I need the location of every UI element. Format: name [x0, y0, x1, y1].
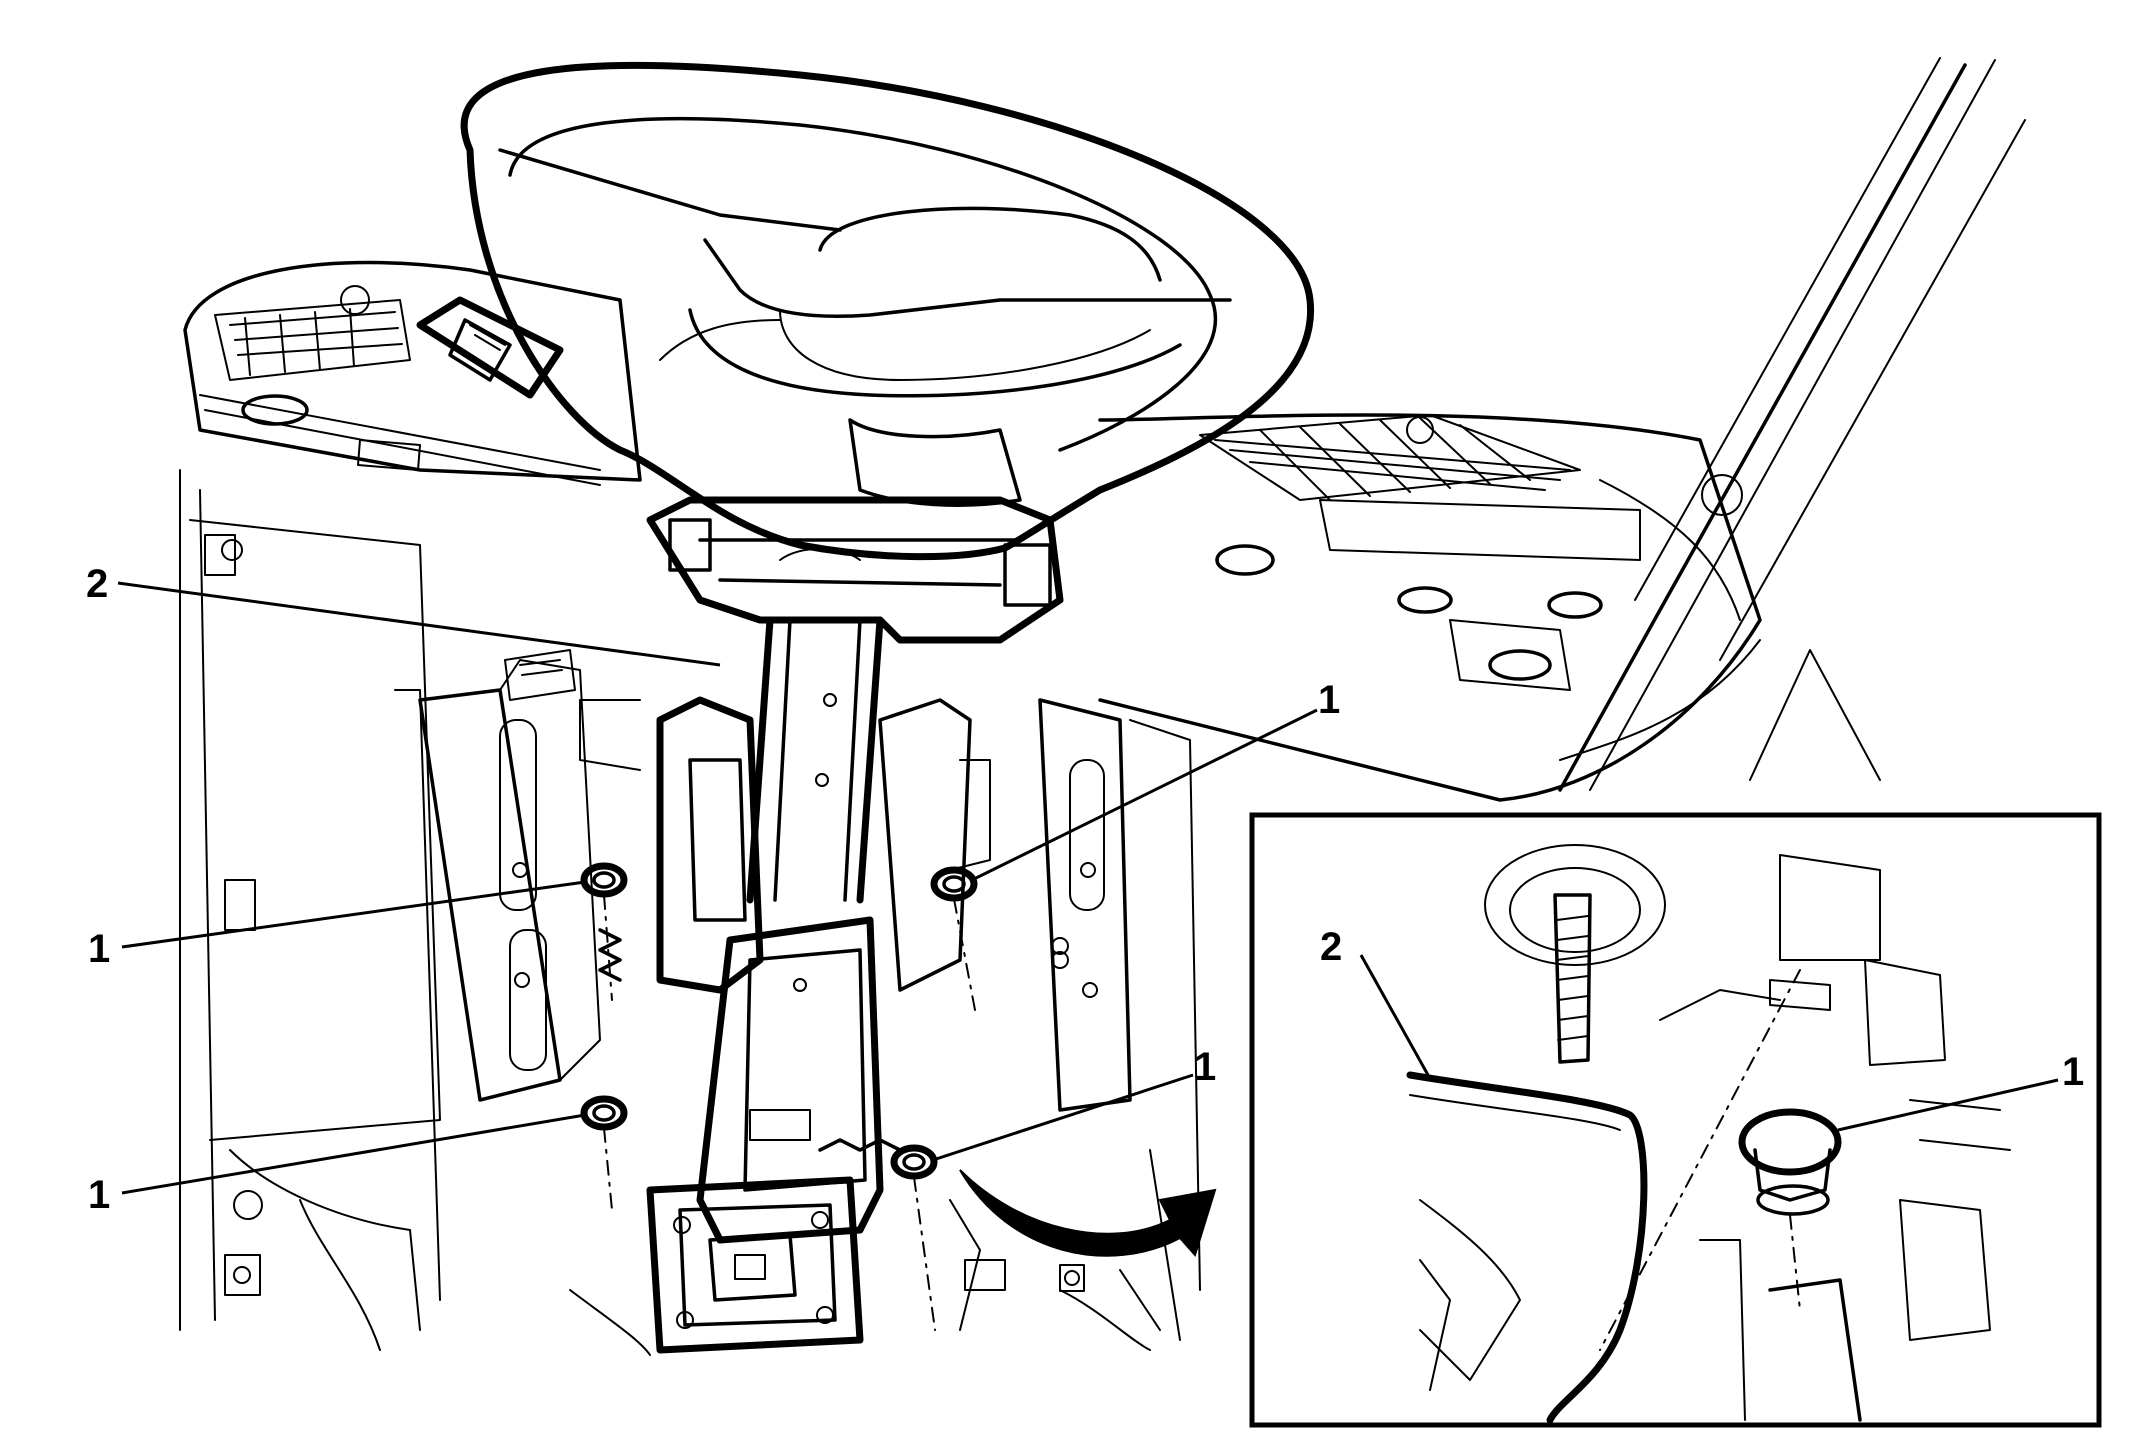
dashboard-left — [179, 260, 642, 1351]
callout-1-lower-left: 1 — [88, 1113, 586, 1217]
inset-callout-1-label: 1 — [2062, 1050, 2084, 1094]
callout-1-label-a: 1 — [88, 927, 110, 971]
mounting-nut-lower-left — [580, 1095, 628, 1211]
steering-wheel — [460, 61, 1315, 561]
mounting-nut-upper-right — [930, 866, 978, 1011]
turn-signal-switch — [416, 296, 564, 399]
mounting-nut-lower-right — [890, 1144, 938, 1331]
mounting-nut-upper-left — [580, 862, 628, 1001]
callout-1-upper-right: 1 — [971, 678, 1340, 882]
callout-1-label-d: 1 — [1194, 1045, 1216, 1089]
callout-1-label-b: 1 — [88, 1173, 110, 1217]
a-pillar-lines — [1558, 57, 2026, 792]
callout-2-label: 2 — [86, 562, 108, 606]
callout-1-lower-right: 1 — [932, 1045, 1216, 1162]
inset-callout-2-label: 2 — [1320, 925, 1342, 969]
dashboard-right — [1098, 413, 1881, 802]
inset-detail: 2 1 — [1249, 812, 2102, 1428]
right-mounting-bracket — [1038, 698, 1201, 1341]
left-mounting-bracket — [394, 649, 601, 1301]
steering-column — [579, 496, 1064, 1354]
callout-1-label-c: 1 — [1318, 678, 1340, 722]
callout-1-upper-left: 1 — [88, 880, 586, 971]
callout-2-main: 2 — [86, 562, 721, 667]
removal-direction-arrow — [959, 1169, 1217, 1257]
lower-dash-details — [569, 1199, 1161, 1356]
